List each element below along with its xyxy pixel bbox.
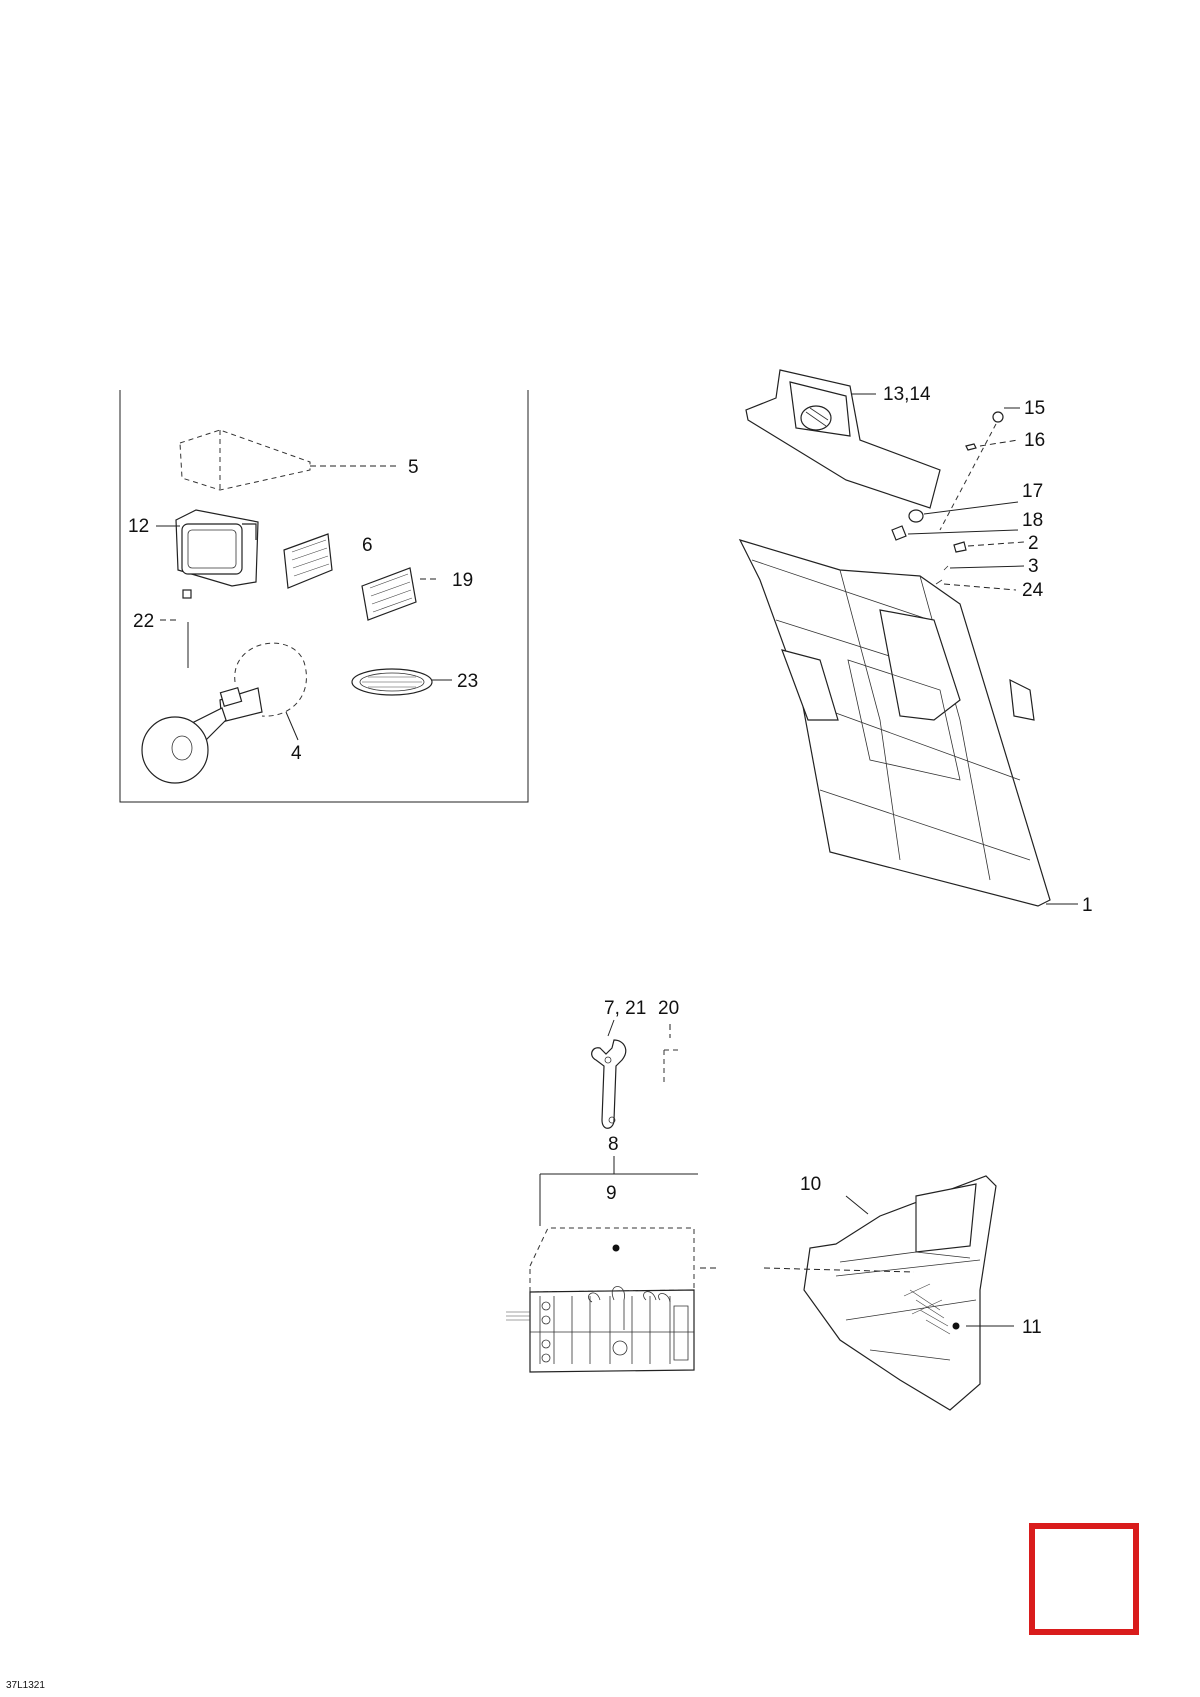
callout-4: 4	[291, 743, 302, 764]
callout-24: 24	[1022, 580, 1044, 601]
callout-8: 8	[608, 1134, 619, 1155]
part-4-horn	[141, 642, 307, 784]
drawing-code: 37L1321	[6, 1680, 45, 1691]
callout-3: 3	[1028, 556, 1039, 577]
callout-1: 1	[1082, 895, 1093, 916]
callout-2: 2	[1028, 533, 1039, 554]
part-23-grille	[351, 668, 452, 696]
callout-10: 10	[800, 1174, 821, 1195]
part-22-fastener	[160, 589, 192, 668]
reference-marker-box	[1029, 1523, 1139, 1635]
callout-7-21: 7, 21	[604, 998, 646, 1019]
part-5-cover	[179, 429, 398, 491]
callout-23: 23	[457, 671, 478, 692]
bracket-8	[539, 1156, 698, 1226]
callout-11: 11	[1022, 1317, 1042, 1338]
part-10-11-compartment	[763, 1175, 1014, 1411]
callout-13-14: 13,14	[883, 384, 931, 405]
part-1-panel	[738, 539, 1078, 907]
callout-17: 17	[1022, 481, 1043, 502]
callout-20: 20	[658, 998, 679, 1019]
callout-22: 22	[133, 611, 154, 632]
part-13-14-bracket	[745, 369, 941, 509]
part-9-tool-kit	[506, 1227, 720, 1373]
callout-18: 18	[1022, 510, 1043, 531]
callout-15: 15	[1024, 398, 1045, 419]
callout-16: 16	[1024, 430, 1045, 451]
callout-5: 5	[408, 457, 419, 478]
callout-12: 12	[128, 516, 149, 537]
part-12-frame	[156, 509, 259, 587]
fastener-stack	[891, 407, 1025, 591]
part-20-pin: 20	[658, 998, 680, 1086]
part-7-21-wrench: 7, 21	[591, 998, 646, 1129]
callout-9: 9	[606, 1183, 617, 1204]
part-19-filter	[361, 567, 438, 621]
part-6-filter	[283, 533, 333, 589]
callout-19: 19	[452, 570, 473, 591]
inset-frame	[119, 390, 529, 803]
callout-6: 6	[362, 535, 373, 556]
